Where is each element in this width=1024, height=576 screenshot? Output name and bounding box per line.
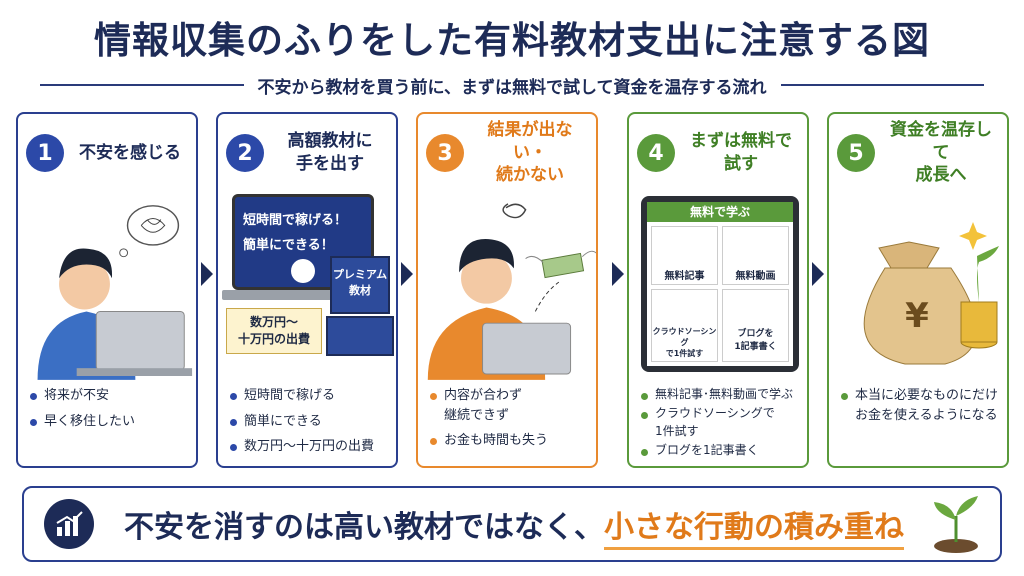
flow-arrow-icon xyxy=(612,262,624,286)
bullet-item: 将来が不安 xyxy=(30,386,188,406)
step-heading: 資金を温存して 成長へ xyxy=(890,119,992,186)
conclusion-text: 不安を消すのは高い教材ではなく、小さな行動の積み重ね xyxy=(124,502,904,550)
bullet-item: お金も時間も失う xyxy=(430,431,588,451)
step-heading: 結果が出ない・ 続かない xyxy=(487,119,573,186)
step-number: 3 xyxy=(426,134,464,172)
step-card-1: 1 不安を感じる 将来が不安 早く移住したい xyxy=(16,112,198,468)
sparkle-icon xyxy=(959,222,987,250)
page-title: 情報収集のふりをした有料教材支出に注意する図 xyxy=(94,19,930,62)
money-bag-illustration: ¥ xyxy=(829,192,1007,382)
conclusion-highlight: 小さな行動の積み重ね xyxy=(604,510,904,550)
tablet-title: 無料で学ぶ xyxy=(647,202,793,222)
subtitle: 不安から教材を買う前に、まずは無料で試して資金を温存する流れ xyxy=(257,77,767,98)
frustrated-man-illustration xyxy=(427,203,596,380)
price-label: 数万円〜 十万円の出費 xyxy=(226,308,322,354)
bullet-item: 簡単にできる xyxy=(230,412,388,432)
tile-free-video: 無料動画 xyxy=(722,226,789,285)
bullet-item: 内容が合わず 継続できず xyxy=(430,386,588,425)
step-heading: 高額教材に 手を出す xyxy=(287,131,373,174)
tile-free-article: 無料記事 xyxy=(651,226,718,285)
thought-bubble-icon xyxy=(126,205,180,246)
flow-arrow-icon xyxy=(401,262,413,286)
subtitle-row: 不安から教材を買う前に、まずは無料で試して資金を温存する流れ xyxy=(40,72,985,98)
stress-scribble-icon xyxy=(502,203,527,219)
step-card-4: 4 まずは無料で 試す 無料で学ぶ 無料記事 無料動画 クラウドソーシング で1… xyxy=(627,112,809,468)
bullet-item: 早く移住したい xyxy=(30,412,188,432)
step-card-2: 2 高額教材に 手を出す 短時間で稼げる！ 簡単にできる！ プレミアム 教材 数… xyxy=(216,112,398,468)
step-heading: 不安を感じる xyxy=(79,142,181,163)
bullet-item: 数万円〜十万円の出費 xyxy=(230,437,388,457)
step-number: 5 xyxy=(837,134,875,172)
step-heading: まずは無料で 試す xyxy=(690,131,792,174)
bullet-item: 短時間で稼げる xyxy=(230,386,388,406)
flow-arrow-icon xyxy=(812,262,824,286)
free-learning-tablet: 無料で学ぶ 無料記事 無料動画 クラウドソーシング で1件試す ブログを 1記事… xyxy=(629,192,807,382)
worried-man-laptop-illustration xyxy=(37,205,193,380)
expensive-course-illustration: 短時間で稼げる！ 簡単にできる！ プレミアム 教材 数万円〜 十万円の出費 xyxy=(218,192,396,382)
bullet-item: 無料記事･無料動画で学ぶ xyxy=(641,386,799,403)
subtitle-line-right xyxy=(780,84,985,86)
bullet-item: 本当に必要なものにだけ お金を使えるようになる xyxy=(841,386,999,425)
yen-symbol: ¥ xyxy=(905,296,929,336)
flying-money-icon xyxy=(541,252,585,279)
subtitle-line-left xyxy=(40,84,244,86)
tile-crowdsourcing: クラウドソーシング で1件試す xyxy=(651,289,718,362)
conclusion-banner: 不安を消すのは高い教材ではなく、小さな行動の積み重ね xyxy=(22,486,1002,562)
sprout-icon xyxy=(977,246,999,302)
bullet-item: ブログを1記事書く xyxy=(641,442,799,459)
growth-chart-icon xyxy=(44,499,94,549)
conclusion-main: 不安を消すのは高い教材ではなく、 xyxy=(124,510,604,545)
play-icon xyxy=(291,259,315,283)
screen-line: 短時間で稼げる！ xyxy=(243,213,348,228)
step-number: 1 xyxy=(26,134,64,172)
screen-line: 簡単にできる！ xyxy=(243,238,334,253)
bullet-item: クラウドソーシングで 1件試す xyxy=(641,405,799,440)
step-card-5: 5 資金を温存して 成長へ ¥ 本当に必要なものにだけ お金を使えるようになる xyxy=(827,112,1009,468)
laptop-icon xyxy=(482,322,572,375)
tile-blog: ブログを 1記事書く xyxy=(722,289,789,362)
step-card-3: 3 結果が出ない・ 続かない 内容が合わず 継続できず お金も時間も失う xyxy=(416,112,598,468)
coin-stack-icon xyxy=(960,301,998,343)
step-number: 2 xyxy=(226,134,264,172)
sprout-icon xyxy=(934,496,978,553)
flow-arrow-icon xyxy=(201,262,213,286)
laptop-icon xyxy=(95,310,185,371)
step-number: 4 xyxy=(637,134,675,172)
book-stack xyxy=(326,316,394,356)
premium-book: プレミアム 教材 xyxy=(330,256,390,314)
